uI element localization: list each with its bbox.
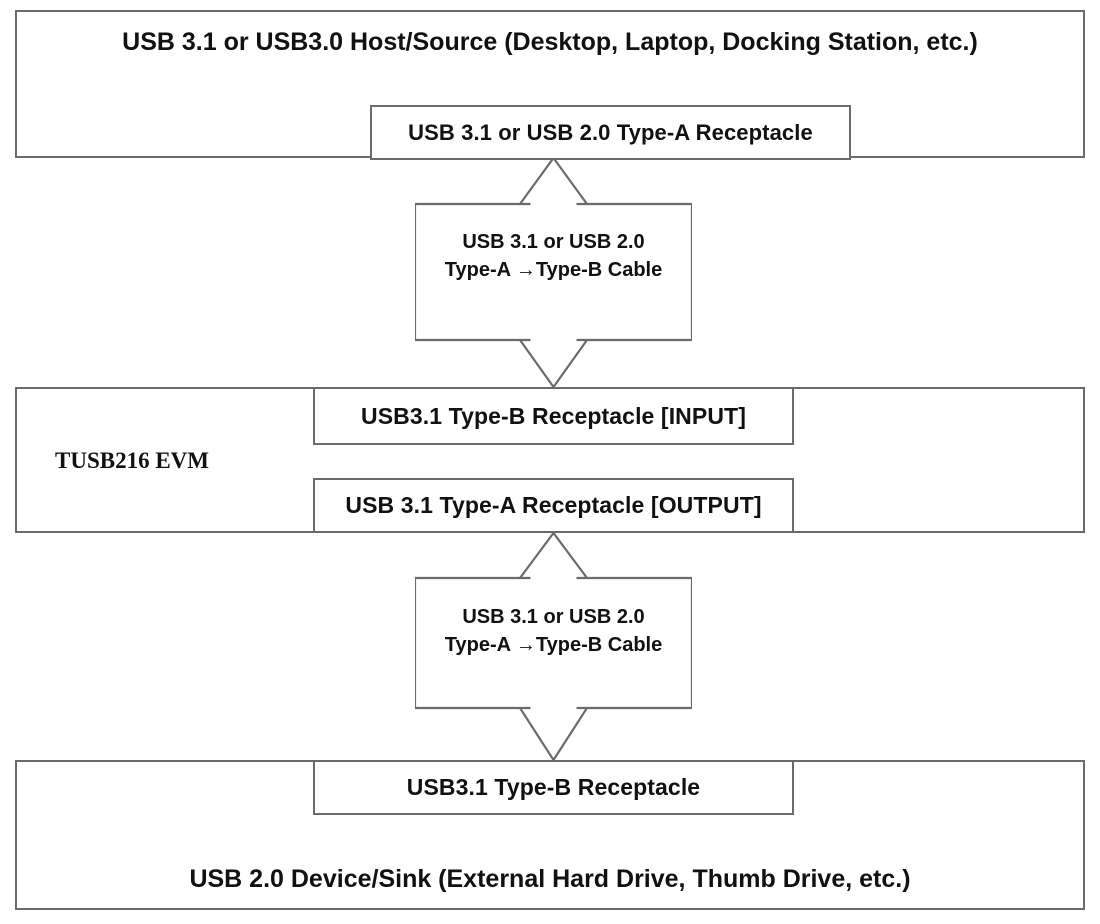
host-type-a-receptacle: USB 3.1 or USB 2.0 Type-A Receptacle <box>370 105 851 160</box>
evm-output-type-a-receptacle: USB 3.1 Type-A Receptacle [OUTPUT] <box>313 478 794 533</box>
device-type-b-receptacle-label: USB3.1 Type-B Receptacle <box>406 774 701 800</box>
device-type-b-receptacle: USB3.1 Type-B Receptacle <box>313 760 794 815</box>
host-type-a-receptacle-label: USB 3.1 or USB 2.0 Type-A Receptacle <box>408 119 813 145</box>
cable-bottom-evm-to-device: USB 3.1 or USB 2.0 Type-A →Type-B Cable <box>415 531 692 762</box>
device-sink-caption: USB 2.0 Device/Sink (External Hard Drive… <box>189 865 911 893</box>
cable-bottom-double-arrow-shape <box>415 531 692 762</box>
evm-input-type-b-receptacle: USB3.1 Type-B Receptacle [INPUT] <box>313 387 794 445</box>
evm-input-type-b-receptacle-label: USB3.1 Type-B Receptacle [INPUT] <box>361 402 746 429</box>
cable-top-double-arrow-shape <box>415 156 692 389</box>
evm-output-type-a-receptacle-label: USB 3.1 Type-A Receptacle [OUTPUT] <box>345 492 762 518</box>
cable-top-host-to-evm: USB 3.1 or USB 2.0 Type-A →Type-B Cable <box>415 156 692 389</box>
tusb216-evm-label: TUSB216 EVM <box>55 448 209 473</box>
host-source-caption: USB 3.1 or USB3.0 Host/Source (Desktop, … <box>122 28 978 56</box>
